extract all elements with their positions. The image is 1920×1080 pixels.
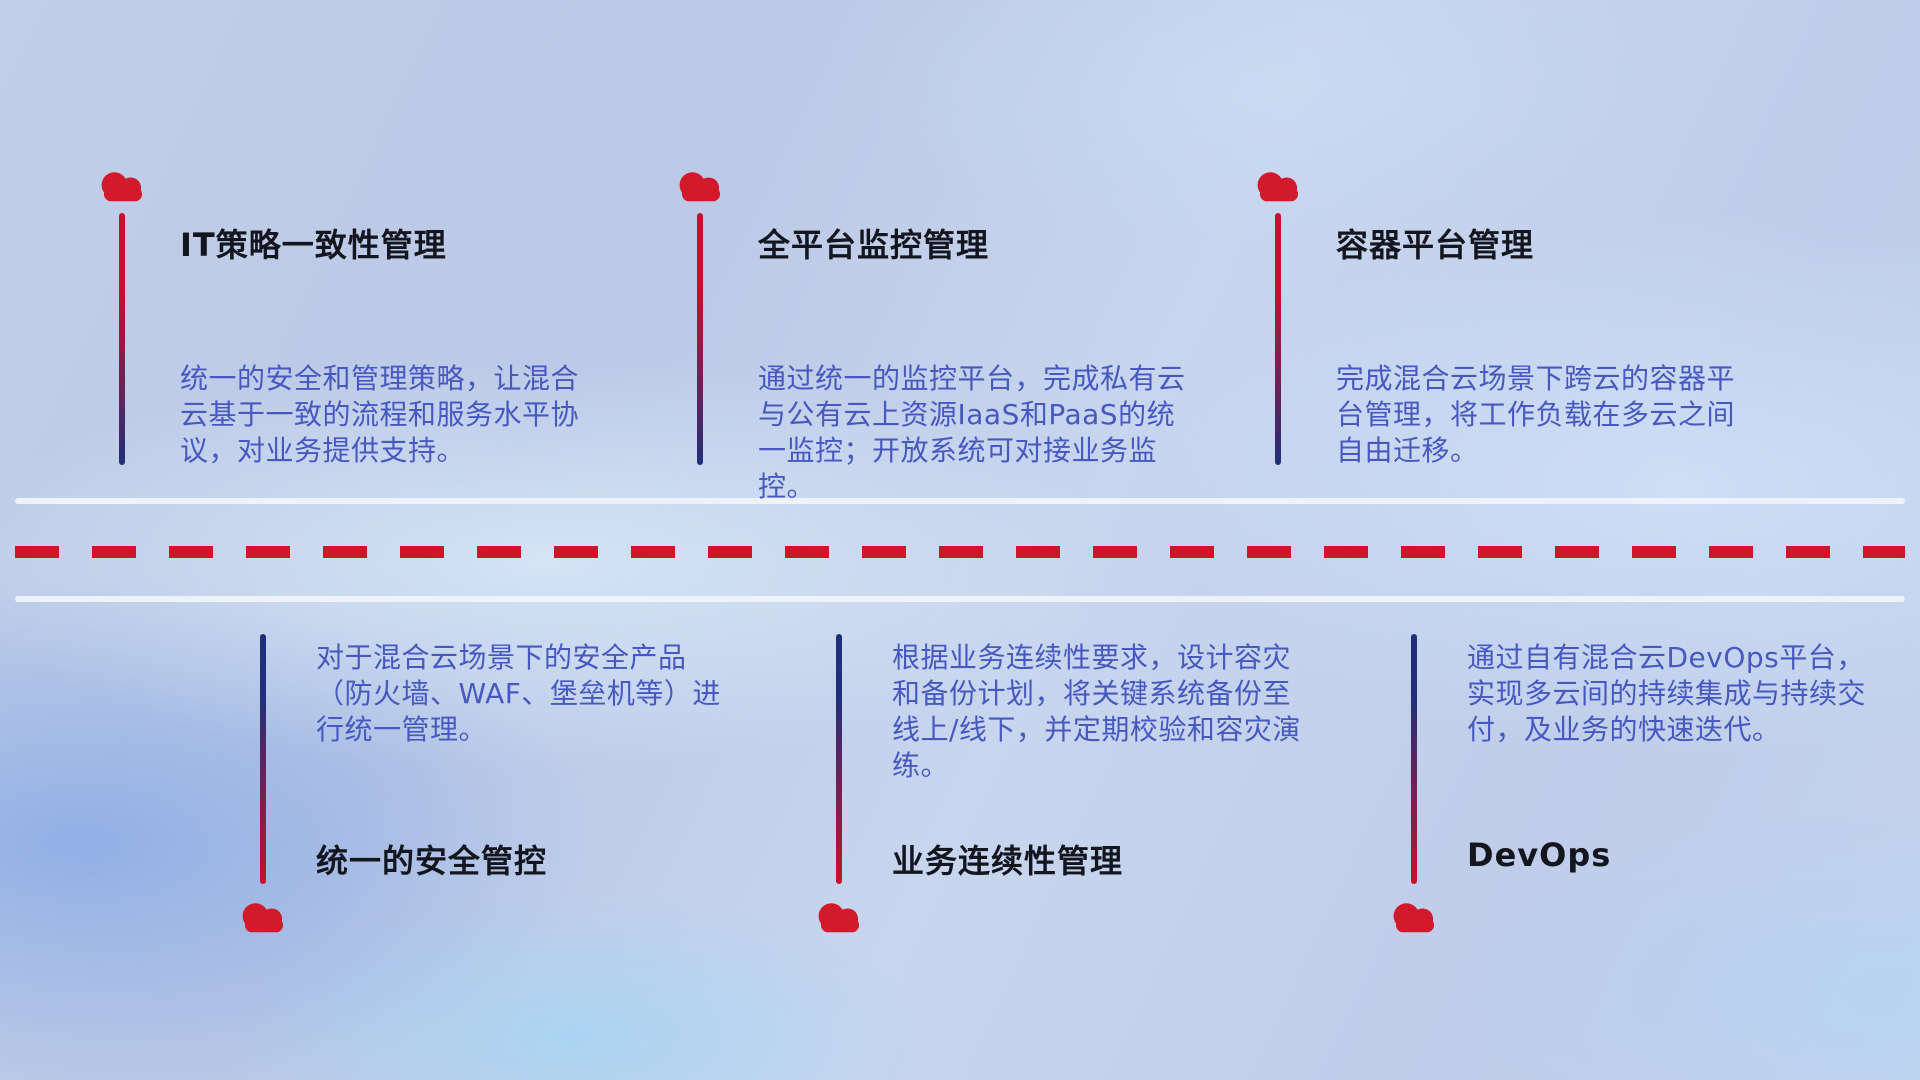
cloud-icon [672,167,730,207]
connector-line [260,634,266,884]
item-title: 业务连续性管理 [892,842,1124,880]
timeline-solid-line-bottom [15,596,1905,602]
item-title: 统一的安全管控 [316,842,548,880]
item-title: 容器平台管理 [1336,226,1535,264]
item-title: DevOps [1467,836,1612,874]
capability-item-security-control: 对于混合云场景下的安全产品（防火墙、WAF、堡垒机等）进行统一管理。 统一的安全… [235,630,720,960]
cloud-icon [1250,167,1308,207]
cloud-icon [811,898,869,938]
item-description: 根据业务连续性要求，设计容灾和备份计划，将关键系统备份至线上/线下，并定期校验和… [892,641,1301,782]
cloud-icon [1386,898,1444,938]
capability-item-business-continuity: 根据业务连续性要求，设计容灾和备份计划，将关键系统备份至线上/线下，并定期校验和… [811,630,1300,960]
cloud-icon [94,167,152,207]
timeline-solid-line-top [15,498,1905,504]
connector-line [836,634,842,884]
connector-line [697,213,703,465]
connector-line [1411,634,1417,884]
connector-line [119,213,125,465]
item-description: 统一的安全和管理策略，让混合云基于一致的流程和服务水平协议，对业务提供支持。 [180,362,580,467]
capability-item-container-platform: 容器平台管理 完成混合云场景下跨云的容器平台管理，将工作负载在多云之间自由迁移。 [1250,167,1735,497]
item-description: 完成混合云场景下跨云的容器平台管理，将工作负载在多云之间自由迁移。 [1336,362,1736,467]
item-title: 全平台监控管理 [758,226,990,264]
timeline-dashed-line [15,546,1905,558]
capability-item-devops: 通过自有混合云DevOps平台，实现多云间的持续集成与持续交付，及业务的快速迭代… [1386,630,1866,960]
capability-item-monitoring: 全平台监控管理 通过统一的监控平台，完成私有云与公有云上资源IaaS和PaaS的… [672,167,1185,503]
item-description: 通过自有混合云DevOps平台，实现多云间的持续集成与持续交付，及业务的快速迭代… [1467,641,1867,746]
connector-line [1275,213,1281,465]
item-description: 对于混合云场景下的安全产品（防火墙、WAF、堡垒机等）进行统一管理。 [316,641,721,746]
cloud-icon [235,898,293,938]
item-title: IT策略一致性管理 [180,226,447,264]
capability-item-it-policy: IT策略一致性管理 统一的安全和管理策略，让混合云基于一致的流程和服务水平协议，… [94,167,579,497]
item-description: 通过统一的监控平台，完成私有云与公有云上资源IaaS和PaaS的统一监控；开放系… [758,362,1186,503]
